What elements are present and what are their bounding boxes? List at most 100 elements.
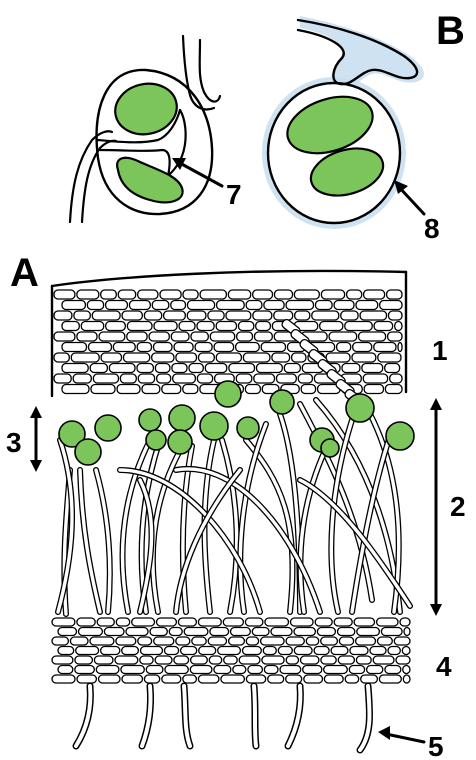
- cortex-cell: [92, 311, 120, 320]
- lower-cortex-cell: [104, 628, 124, 636]
- lower-cortex-cell: [58, 666, 73, 674]
- lower-cortex-cell: [169, 628, 182, 636]
- lower-cortex-cell: [183, 675, 197, 683]
- cortex-cell: [154, 343, 173, 352]
- lower-cortex-cell: [178, 618, 196, 626]
- cortex-cell: [197, 374, 212, 383]
- lower-cortex-cell: [361, 675, 378, 683]
- cortex-cell: [374, 343, 396, 352]
- lower-cortex-cell: [385, 666, 401, 674]
- lower-cortex-cell: [394, 637, 410, 645]
- lower-cortex-cell: [243, 647, 262, 655]
- lower-cortex-cell: [324, 666, 348, 674]
- lower-cortex-cell: [58, 628, 77, 636]
- lower-cortex-cell: [264, 666, 278, 674]
- cortex-cell: [144, 311, 161, 320]
- lower-cortex-cell: [96, 666, 119, 674]
- lower-cortex-cell: [377, 618, 398, 626]
- lower-cortex-cell: [294, 647, 312, 655]
- cortex-cell: [101, 353, 121, 362]
- cortex-cell: [197, 322, 214, 331]
- cortex-cell: [157, 374, 171, 383]
- lower-cortex-cell: [176, 637, 190, 645]
- cortex-cell: [337, 343, 351, 352]
- algal-cell: [270, 390, 294, 414]
- lower-cortex-cell: [315, 618, 332, 626]
- cortex-cell: [164, 311, 186, 320]
- lower-cortex-cell: [357, 628, 380, 636]
- cortex-cell: [364, 385, 383, 394]
- cortex-cell: [274, 311, 293, 320]
- lower-cortex-cell: [116, 637, 136, 645]
- lower-cortex-cell: [192, 637, 206, 645]
- cortex-cell: [77, 332, 97, 341]
- cortex-cell: [173, 374, 196, 383]
- cortex-cell: [329, 332, 357, 341]
- lower-cortex-cell: [304, 675, 323, 683]
- cortex-cell: [99, 332, 125, 341]
- cortex-cell: [363, 374, 387, 383]
- cortex-cell: [312, 311, 339, 320]
- lower-cortex-cell: [214, 666, 231, 674]
- cortex-cell: [91, 385, 115, 394]
- lower-cortex-cell: [286, 675, 302, 683]
- lower-cortex-cell: [221, 675, 245, 683]
- lower-cortex-cell: [132, 618, 155, 626]
- lower-cortex-cell: [265, 618, 289, 626]
- cortex-cell: [237, 332, 253, 341]
- lower-cortex-cell: [246, 675, 265, 683]
- cortex-cell: [334, 301, 354, 310]
- cortex-cell: [138, 290, 158, 299]
- lower-cortex-cell: [223, 618, 243, 626]
- lower-cortex-cell: [94, 656, 113, 664]
- lower-cortex-cell: [191, 656, 208, 664]
- cortex-cell: [217, 301, 245, 310]
- cortex-cell: [73, 374, 91, 383]
- cortex-cell: [255, 332, 273, 341]
- lower-cortex-cell: [157, 618, 177, 626]
- cortex-cell: [353, 343, 372, 352]
- cortex-cell: [216, 353, 241, 362]
- cortex-cell: [208, 311, 224, 320]
- lower-cortex-cell: [370, 647, 386, 655]
- cortex-cell: [385, 385, 402, 394]
- cortex-cell: [54, 311, 72, 320]
- lower-cortex-cell: [198, 618, 221, 626]
- lower-cortex-cell: [314, 647, 329, 655]
- cortex-cell: [62, 322, 79, 331]
- lower-cortex-cell: [75, 656, 93, 664]
- callout-4: 4: [436, 651, 452, 682]
- cortex-cell: [214, 343, 234, 352]
- cortex-cell: [71, 353, 99, 362]
- lower-cortex-cell: [138, 637, 152, 645]
- lower-cortex-cell: [121, 666, 144, 674]
- hypha: [80, 470, 100, 612]
- cortex-cell: [378, 353, 401, 362]
- cortex-cell: [295, 311, 310, 320]
- cortex-cell: [154, 322, 177, 331]
- lower-cortex-cell: [252, 628, 269, 636]
- algal-cell: [200, 412, 228, 440]
- cortex-cell: [398, 343, 402, 352]
- cortex-cell: [341, 311, 358, 320]
- lower-cortex-cell: [339, 637, 353, 645]
- lower-cortex-cell: [199, 647, 216, 655]
- cortex-cell: [152, 301, 169, 310]
- lower-cortex-cell: [338, 628, 355, 636]
- lower-cortex-cell: [306, 637, 318, 645]
- algal-cell: [237, 417, 259, 439]
- lower-cortex-cell: [99, 675, 121, 683]
- lower-cortex-cell: [122, 647, 139, 655]
- cortex-cell: [205, 364, 227, 373]
- cortex-cell: [385, 364, 400, 373]
- cortex-cell: [188, 301, 215, 310]
- cortex-cell: [246, 301, 262, 310]
- cortex-cell: [326, 353, 350, 362]
- lower-cortex-cell: [379, 675, 401, 683]
- lower-cortex-cell: [52, 637, 68, 645]
- cortex-cell: [187, 311, 206, 320]
- lower-cortex-cell: [373, 656, 394, 664]
- lower-cortex-cell: [58, 647, 74, 655]
- lower-cortex-cell: [97, 618, 114, 626]
- lower-cortex-cell: [75, 666, 95, 674]
